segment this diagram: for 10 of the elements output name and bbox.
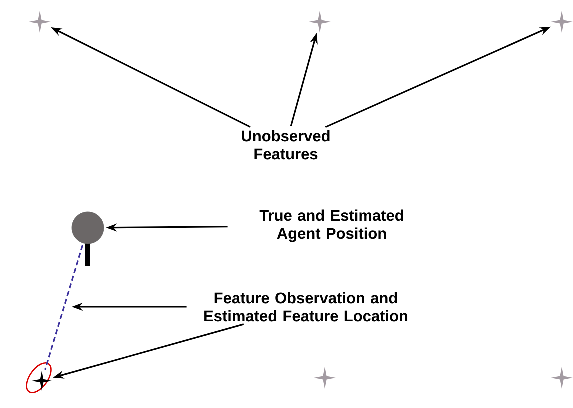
agent-marker (72, 212, 104, 266)
node-text: Unobserved Features (242, 130, 330, 160)
node-text: Feature Observation and Estimated Feature Location (204, 292, 408, 322)
feature-star (551, 367, 573, 389)
feature-star (309, 11, 331, 33)
feature-star (314, 367, 336, 389)
feature-star (29, 11, 51, 33)
estimated-feature-marker (26, 362, 52, 394)
node-text: True and Estimated Agent Position (260, 210, 404, 242)
feature-star (551, 11, 573, 33)
